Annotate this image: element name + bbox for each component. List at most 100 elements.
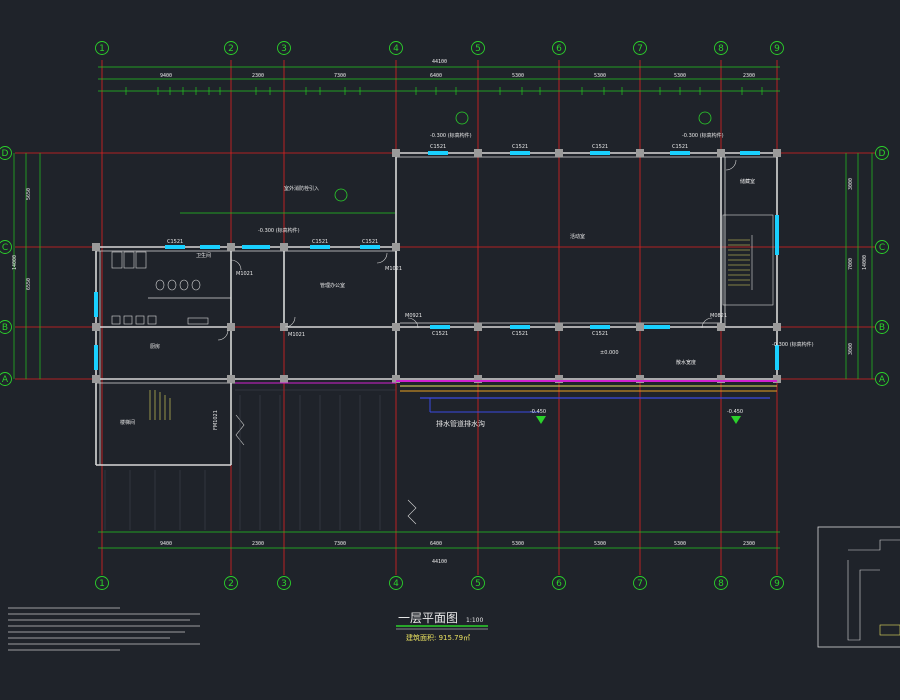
top-dim-7: 5300	[674, 73, 686, 79]
note-label: 排水管道排水沟	[436, 419, 485, 428]
elevation-label: -0.300 (标高构件)	[258, 227, 300, 234]
axis-bubble-left-B: B	[0, 320, 12, 334]
axis-bubble-bottom-2-label: 2	[228, 579, 234, 589]
axis-bubble-bottom-7-label: 7	[637, 579, 643, 589]
axis-bubble-top-7: 7	[633, 41, 647, 55]
left-dim-3: 6550	[26, 278, 32, 290]
axis-bubble-right-A-label: A	[879, 375, 886, 385]
note-texts: 室外消防栓引入 散水宽度 排水管道排水沟	[284, 185, 696, 428]
axis-bubble-left-C: C	[0, 240, 12, 254]
axis-bubble-top-2: 2	[224, 41, 238, 55]
window-label: C1521	[592, 331, 608, 337]
elevation-label: -0.450	[530, 409, 546, 415]
plan-title: 一层平面图	[398, 611, 458, 625]
axis-bubble-left-D: D	[0, 146, 12, 160]
room-label: 厨房	[150, 343, 160, 350]
axis-bubble-top-5: 5	[471, 41, 485, 55]
elevation-label: ±0.000	[600, 350, 619, 356]
elevation-texts: -0.300 (标高构件) -0.300 (标高构件) -0.300 (标高构件…	[258, 132, 814, 415]
dimension-texts: 44100 44100 9400 2300 7300 6400 5300 530…	[12, 59, 868, 565]
window-label: C1521	[312, 239, 328, 245]
top-dim-5: 5300	[512, 73, 524, 79]
door-label: M1021	[288, 332, 305, 338]
top-dim-8: 2300	[743, 73, 755, 79]
toilet-fixtures	[111, 251, 209, 325]
door-labels: M1021 M1021 M1021 M0921 M0821 FM1021	[213, 266, 727, 430]
windows	[94, 151, 779, 370]
axis-bubble-top-3-label: 3	[281, 44, 287, 54]
left-dim-2: 14000	[12, 255, 18, 270]
door-label: FM1021	[213, 410, 219, 430]
axis-bubble-top-2-label: 2	[228, 44, 234, 54]
axis-bubble-top-9-label: 9	[774, 44, 780, 54]
door-label: M0921	[405, 313, 422, 319]
room-label: 活动室	[570, 233, 585, 240]
level-circles	[334, 111, 712, 202]
axis-bubble-bottom-1: 1	[95, 576, 109, 590]
top-dim-3: 7300	[334, 73, 346, 79]
elevation-label: -0.300 (标高构件)	[682, 132, 724, 139]
general-notes	[8, 607, 200, 651]
axis-bubble-top-1-label: 1	[99, 44, 105, 54]
axis-bubble-bottom-3-label: 3	[281, 579, 287, 589]
axis-bubble-left-A: A	[0, 372, 12, 386]
columns	[92, 149, 781, 383]
dimension-lines	[13, 66, 873, 549]
room-label: 管理办公室	[320, 282, 345, 289]
stair-right	[722, 214, 774, 306]
axis-bubble-right-C: C	[875, 240, 889, 254]
window-label: C1521	[592, 144, 608, 150]
axis-bubble-top-3: 3	[277, 41, 291, 55]
axis-bubble-bottom-8: 8	[714, 576, 728, 590]
elevation-label: -0.450	[727, 409, 743, 415]
note-label: 散水宽度	[676, 359, 696, 366]
plan-title-block: 一层平面图 1:100 建筑面积: 915.79㎡	[396, 611, 488, 642]
axis-bubble-right-B: B	[875, 320, 889, 334]
axis-bubble-bottom-3: 3	[277, 576, 291, 590]
bottom-dim-7: 5300	[674, 541, 686, 547]
axis-bubble-left-C-label: C	[2, 243, 8, 253]
total-width-bottom: 44100	[432, 559, 447, 565]
left-dim-1: 5650	[26, 188, 32, 200]
axis-bubble-bottom-6: 6	[552, 576, 566, 590]
room-label: 卫生间	[196, 252, 211, 259]
elevation-label: -0.300 (标高构件)	[772, 341, 814, 348]
axis-bubble-top-4-label: 4	[393, 44, 399, 54]
note-label: 室外消防栓引入	[284, 185, 319, 192]
axis-bubble-right-D: D	[875, 146, 889, 160]
axis-bubble-bottom-8-label: 8	[718, 579, 724, 589]
axis-bubble-top-4: 4	[389, 41, 403, 55]
stair-left	[149, 390, 171, 420]
right-dim-2: 7000	[848, 258, 854, 270]
axis-bubble-left-A-label: A	[2, 375, 9, 385]
axis-bubble-top-9: 9	[770, 41, 784, 55]
axis-bubble-bottom-6-label: 6	[556, 579, 562, 589]
total-width-top: 44100	[432, 59, 447, 65]
window-labels: C1521 C1521 C1521 C1521 C1521 C1521 C152…	[167, 144, 688, 337]
axis-bubble-left-D-label: D	[2, 149, 9, 159]
bottom-dim-1: 9400	[160, 541, 172, 547]
site-lines	[235, 380, 777, 413]
bottom-dim-3: 7300	[334, 541, 346, 547]
window-label: C1521	[432, 331, 448, 337]
dimension-ticks	[125, 87, 763, 95]
plan-scale: 1:100	[466, 617, 483, 624]
right-dim-4: 14000	[862, 255, 868, 270]
top-dim-4: 6400	[430, 73, 442, 79]
axis-bubble-bottom-9-label: 9	[774, 579, 780, 589]
axis-bubble-right-A: A	[875, 372, 889, 386]
axis-bubble-right-D-label: D	[879, 149, 886, 159]
door-label: M0821	[710, 313, 727, 319]
axis-bubble-top-5-label: 5	[475, 44, 481, 54]
right-dim-3: 3000	[848, 343, 854, 355]
axis-bubble-bottom-9: 9	[770, 576, 784, 590]
top-dim-2: 2300	[252, 73, 264, 79]
axis-bubble-top-7-label: 7	[637, 44, 643, 54]
axis-bubble-right-C-label: C	[879, 243, 885, 253]
window-label: C1521	[512, 144, 528, 150]
axis-bubble-bottom-4-label: 4	[393, 579, 399, 589]
axis-bubble-bottom-5-label: 5	[475, 579, 481, 589]
